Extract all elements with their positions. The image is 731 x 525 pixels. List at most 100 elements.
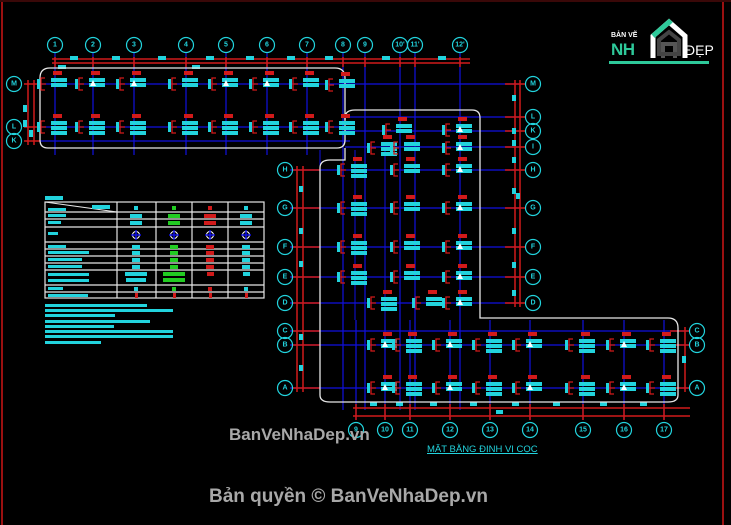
axis-label: 3 [132,42,136,49]
pile-red [353,157,362,161]
pile-text [222,131,238,135]
pile-tag [442,272,445,282]
axis-circle [177,36,195,54]
pile-text [351,169,367,173]
dimension-text [246,56,254,60]
pile-text [404,142,420,146]
pile-bracket [211,77,217,91]
pile-tag [289,79,292,89]
logo-small-text: BẢN VẼ [611,32,638,39]
axis-label: F [531,244,536,251]
axis-circle [276,238,294,256]
pile-text [406,387,422,391]
pile-text [51,126,67,130]
axis-bubble-top: 1 [46,36,64,54]
table-cell [243,272,250,276]
table-cell [170,245,178,249]
pile-tag [75,79,78,89]
pile-cap [116,71,146,91]
table-row-label [48,232,58,235]
pile-text [456,202,472,206]
pile-bracket [445,201,451,215]
pile-tag [168,79,171,89]
pile-red [488,332,497,336]
pile-text [263,131,279,135]
pile-marker-icon [457,166,463,172]
dimension-text [512,140,516,146]
pile-red [265,114,274,118]
pile-text [456,271,472,275]
axis-bubble-bottom: 16 [615,421,633,439]
pile-tag [442,203,445,213]
table-cell [132,258,140,262]
pile-bracket [211,120,217,134]
pile-bracket [171,120,177,134]
pile-marker-icon [527,341,533,347]
pile-red [581,375,590,379]
pile-bracket [568,381,574,395]
axis-bubble-right: G [524,199,542,217]
pile-cap [432,332,462,352]
pile-text [89,83,105,87]
pile-red [353,195,362,199]
pile-red [224,114,233,118]
axis-circle [406,36,424,54]
pile-bracket [415,296,421,310]
pile-text [351,241,367,245]
axis-circle [356,36,374,54]
pile-cap [442,117,472,137]
pile-text [339,126,355,130]
pile-marker-icon [447,341,453,347]
pile-red [91,114,100,118]
pile-text [446,339,462,343]
pile-tag [390,242,393,252]
axis-bubble-left: M [5,75,23,93]
axis-label: D [282,300,287,307]
table-cell [172,206,176,210]
dimension-text [516,193,520,199]
table-row-label [48,279,89,282]
axis-circle [401,421,419,439]
table-cell [244,287,248,291]
pile-bracket [171,77,177,91]
dimension-text [430,402,437,406]
pile-bracket [370,381,376,395]
axis-circle [688,379,706,397]
axis-bubble-top: 8 [334,36,352,54]
pile-tag [442,298,445,308]
axis-label: 5 [224,42,228,49]
pile-tag [208,122,211,132]
pile-text [404,271,420,275]
table-cell [125,272,147,276]
dimension-text [553,402,560,406]
axis-bubble-left: F [276,238,294,256]
pile-bracket [252,77,258,91]
pile-marker-icon [621,341,627,347]
axis-bubble-left: L [5,118,23,136]
pile-bracket [395,381,401,395]
pile-text [456,169,472,173]
note-text-line [45,325,114,328]
axis-bubble-right: M [524,75,542,93]
pile-text [404,241,420,245]
dimension-text [496,410,503,414]
table-row-label [48,294,88,297]
axis-circle [524,108,542,126]
pile-red [406,157,415,161]
pile-cap [367,290,397,311]
dimension-text [470,402,477,406]
pile-text [620,344,636,348]
axis-label: 15 [579,427,587,434]
pile-text [406,344,422,348]
pile-text [446,382,462,386]
axis-label: 4 [184,42,188,49]
pile-bracket [445,240,451,254]
pile-bracket [568,338,574,352]
axis-label: B [282,342,287,349]
pile-text [381,147,397,151]
pile-bracket [475,338,481,352]
table-border [44,201,265,299]
axis-circle [5,75,23,93]
axis-circle [276,161,294,179]
